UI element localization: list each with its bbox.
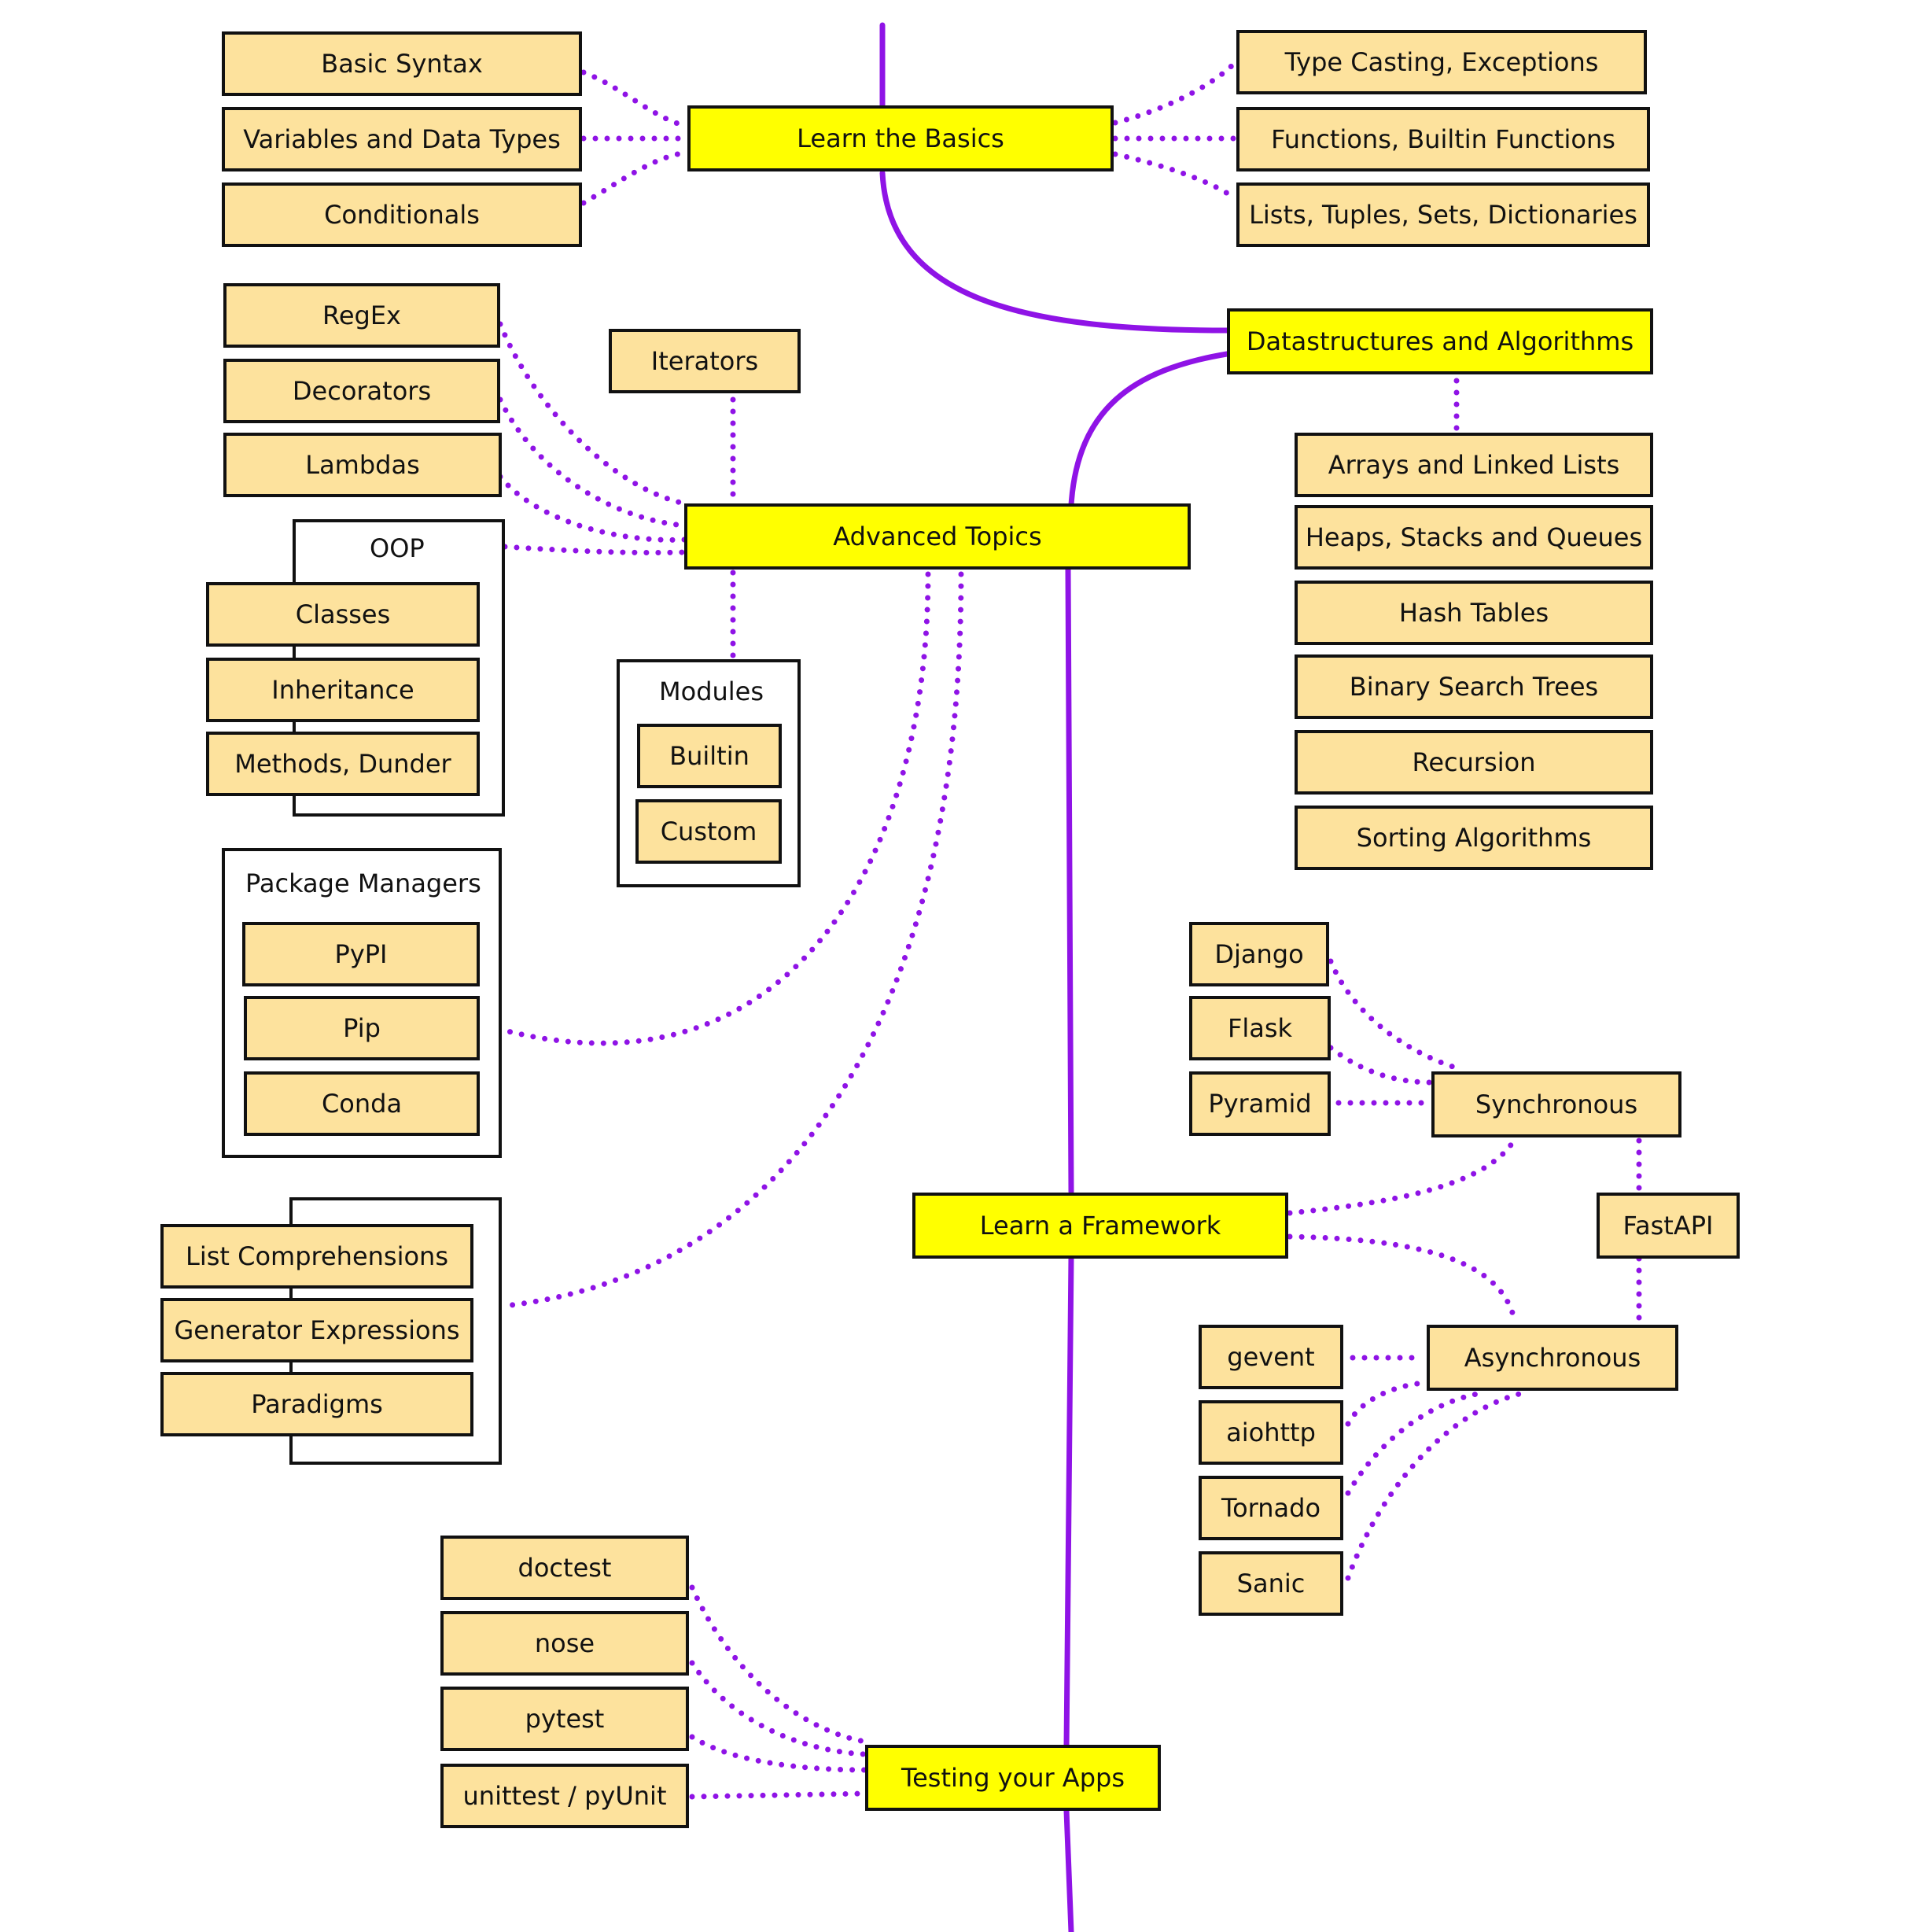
dotted-connector <box>1328 1045 1435 1086</box>
subtopic-methods-dunder[interactable]: Methods, Dunder <box>206 732 480 796</box>
subtopic-iterators[interactable]: Iterators <box>609 329 801 393</box>
subtopic-paradigms[interactable]: Paradigms <box>160 1372 473 1436</box>
subtopic-generator-expressions[interactable]: Generator Expressions <box>160 1298 473 1362</box>
subtopic-sorting-algorithms[interactable]: Sorting Algorithms <box>1295 806 1653 870</box>
subtopic-custom[interactable]: Custom <box>635 799 782 864</box>
subtopic-gevent[interactable]: gevent <box>1199 1325 1343 1389</box>
dotted-connector <box>1345 1389 1529 1581</box>
subtopic-hash-tables[interactable]: Hash Tables <box>1295 581 1653 645</box>
subtopic-basic-syntax[interactable]: Basic Syntax <box>222 31 582 96</box>
dotted-connector <box>497 396 687 529</box>
subtopic-conditionals[interactable]: Conditionals <box>222 183 582 247</box>
dotted-connector <box>689 1660 868 1757</box>
subtopic-asynchronous[interactable]: Asynchronous <box>1427 1325 1678 1391</box>
package-managers-label: Package Managers <box>245 868 481 898</box>
dotted-connector <box>580 69 689 129</box>
dotted-connector <box>1112 60 1238 126</box>
subtopic-nose[interactable]: nose <box>440 1611 689 1676</box>
subtopic-builtin[interactable]: Builtin <box>637 724 782 788</box>
subtopic-pytest[interactable]: pytest <box>440 1687 689 1751</box>
subtopic-classes[interactable]: Classes <box>206 582 480 647</box>
subtopic-tornado[interactable]: Tornado <box>1199 1476 1343 1540</box>
subtopic-decorators[interactable]: Decorators <box>223 359 500 423</box>
dotted-connector <box>689 1584 868 1745</box>
dotted-connector <box>1345 1389 1490 1496</box>
subtopic-lists-tuples-sets-dictionaries[interactable]: Lists, Tuples, Sets, Dictionaries <box>1236 183 1650 247</box>
topic-learn-the-basics[interactable]: Learn the Basics <box>687 105 1114 171</box>
dotted-connector <box>689 1734 868 1773</box>
dotted-connector <box>1345 1380 1427 1427</box>
subtopic-list-comprehensions[interactable]: List Comprehensions <box>160 1224 473 1289</box>
dotted-connector <box>689 1790 868 1800</box>
dotted-connector <box>580 149 689 206</box>
subtopic-inheritance[interactable]: Inheritance <box>206 658 480 722</box>
subtopic-unittest-pyunit[interactable]: unittest / pyUnit <box>440 1764 689 1828</box>
subtopic-synchronous[interactable]: Synchronous <box>1431 1071 1681 1137</box>
subtopic-flask[interactable]: Flask <box>1189 996 1331 1060</box>
dotted-connector <box>497 474 687 543</box>
subtopic-functions-builtin-functions[interactable]: Functions, Builtin Functions <box>1236 107 1650 171</box>
dotted-connector <box>502 571 964 1309</box>
topic-advanced-topics[interactable]: Advanced Topics <box>684 503 1191 570</box>
subtopic-arrays-and-linked-lists[interactable]: Arrays and Linked Lists <box>1295 433 1653 497</box>
subtopic-type-casting-exceptions[interactable]: Type Casting, Exceptions <box>1236 30 1647 94</box>
dotted-connector <box>1287 1136 1518 1216</box>
oop-label: OOP <box>370 533 425 563</box>
subtopic-heaps-stacks-and-queues[interactable]: Heaps, Stacks and Queues <box>1295 505 1653 570</box>
topic-testing-your-apps[interactable]: Testing your Apps <box>865 1745 1161 1811</box>
subtopic-pypi[interactable]: PyPI <box>242 922 480 986</box>
subtopic-doctest[interactable]: doctest <box>440 1536 689 1600</box>
spine-segment <box>1065 566 1074 1195</box>
subtopic-variables-and-data-types[interactable]: Variables and Data Types <box>222 107 582 171</box>
topic-learn-a-framework[interactable]: Learn a Framework <box>912 1193 1288 1259</box>
subtopic-aiohttp[interactable]: aiohttp <box>1199 1400 1343 1465</box>
subtopic-pyramid[interactable]: Pyramid <box>1189 1071 1331 1136</box>
spine-segment <box>1063 1253 1074 1749</box>
subtopic-django[interactable]: Django <box>1189 922 1329 986</box>
dotted-connector <box>497 321 687 507</box>
modules-label: Modules <box>659 677 764 706</box>
subtopic-lambdas[interactable]: Lambdas <box>223 433 502 497</box>
subtopic-binary-search-trees[interactable]: Binary Search Trees <box>1295 654 1653 719</box>
dotted-connector <box>502 544 687 556</box>
subtopic-conda[interactable]: Conda <box>244 1071 480 1136</box>
spine-segment <box>1063 1808 1074 1932</box>
subtopic-sanic[interactable]: Sanic <box>1199 1551 1343 1616</box>
spine-segment <box>879 170 1230 334</box>
subtopic-pip[interactable]: Pip <box>244 996 480 1060</box>
subtopic-recursion[interactable]: Recursion <box>1295 730 1653 795</box>
subtopic-fastapi[interactable]: FastAPI <box>1597 1193 1740 1259</box>
subtopic-regex[interactable]: RegEx <box>223 283 500 348</box>
spine-segment <box>1068 351 1230 508</box>
topic-datastructures-and-algorithms[interactable]: Datastructures and Algorithms <box>1227 308 1653 374</box>
dotted-connector <box>1287 1233 1518 1325</box>
dotted-connector <box>1112 151 1238 201</box>
dotted-connector <box>1328 958 1466 1073</box>
